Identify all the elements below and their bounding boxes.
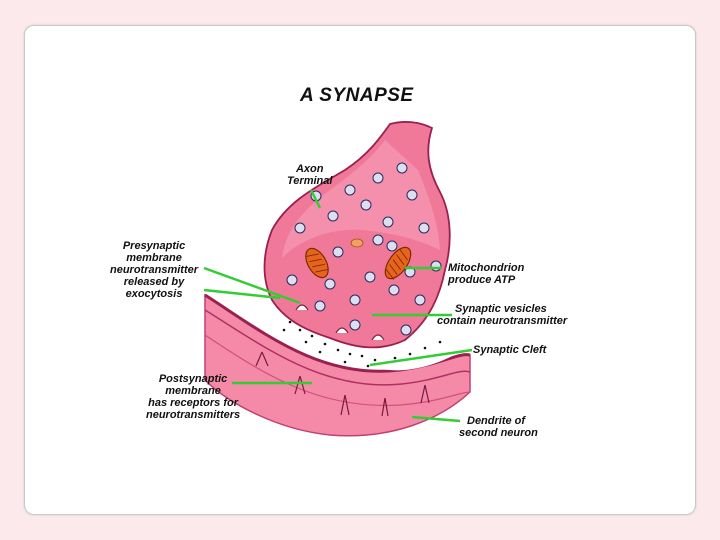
small-organelle — [350, 238, 364, 248]
dendrite-inner-edge — [204, 309, 471, 386]
synaptic-cleft — [262, 310, 462, 371]
label-dendrite: Dendrite of second neuron — [459, 415, 538, 439]
dendrite-lower-band — [204, 334, 471, 407]
diagram-title: A SYNAPSE — [300, 85, 414, 106]
leader-lines — [203, 189, 473, 423]
label-axon-terminal: Axon Terminal — [287, 163, 333, 187]
exocytosis-pockets — [295, 304, 385, 341]
mitochondrion-right — [384, 246, 412, 280]
label-synaptic-cleft: Synaptic Cleft — [473, 344, 547, 356]
label-mitochondrion: Mitochondrion produce ATP — [448, 262, 525, 286]
label-postsynaptic-membrane: Postsynaptic membrane has receptors for … — [146, 373, 241, 421]
label-synaptic-vesicles: Synaptic vesicles contain neurotransmitt… — [437, 303, 568, 327]
receptor-spines — [255, 351, 430, 417]
postsynaptic-membrane — [204, 293, 471, 373]
cleft-neurotransmitter-dots — [282, 313, 442, 368]
mitochondrion-left — [305, 247, 329, 279]
synaptic-vesicles — [286, 162, 442, 336]
label-presynaptic-membrane: Presynaptic membrane neurotransmitter re… — [110, 240, 199, 300]
